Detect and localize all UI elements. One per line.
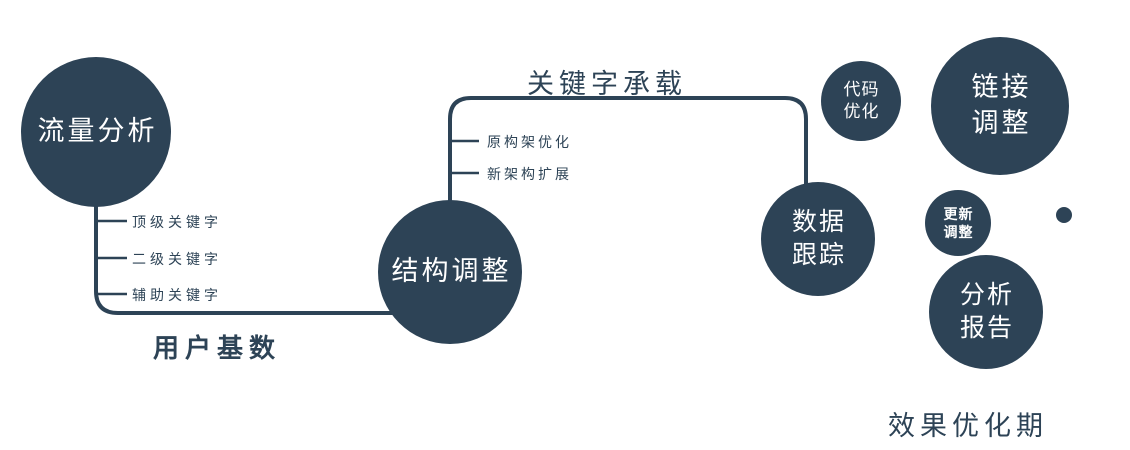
branch-label-orig-arch: 原构架优化: [487, 134, 572, 150]
node-label-line1: 更新: [943, 205, 974, 222]
edge-label-user-base: 用户基数: [153, 333, 282, 363]
node-structure-adjust: 结构调整: [378, 200, 522, 344]
node-label-line2: 调整: [943, 224, 974, 240]
node-label: 结构调整: [391, 256, 512, 287]
node-label-line2: 调整: [971, 108, 1032, 138]
node-label-line1: 数据: [791, 208, 846, 236]
node-label-line2: 跟踪: [791, 241, 846, 269]
node-traffic-analysis: 流量分析: [21, 57, 171, 207]
branch-label-top-keyword: 顶级关键字: [132, 214, 222, 230]
node-analysis-report: 分析 报告: [929, 255, 1043, 369]
edge-traffic-to-structure: [94, 200, 396, 315]
node-label-line1: 链接: [971, 72, 1032, 103]
node-label: 流量分析: [37, 116, 158, 147]
node-label-line2: 报告: [959, 314, 1014, 342]
node-label-line1: 分析: [959, 281, 1014, 309]
branch-label-aux-keyword: 辅助关键字: [132, 287, 222, 303]
node-data-tracking: 数据 跟踪: [761, 182, 875, 296]
footer-label-effect-period: 效果优化期: [888, 411, 1048, 441]
branch-label-second-keyword: 二级关键字: [132, 251, 222, 267]
node-label-line2: 优化: [843, 102, 880, 121]
edge-label-keyword-carry: 关键字承载: [527, 69, 687, 99]
edge-structure-to-tracking: [448, 96, 808, 204]
node-code-optimize: 代码 优化: [821, 61, 901, 141]
node-label-line1: 代码: [843, 79, 880, 99]
node-link-adjust: 链接 调整: [931, 37, 1069, 175]
node-update-adjust: 更新 调整: [925, 190, 991, 256]
node-dot: [1056, 207, 1072, 223]
branch-label-new-arch: 新架构扩展: [487, 166, 572, 182]
